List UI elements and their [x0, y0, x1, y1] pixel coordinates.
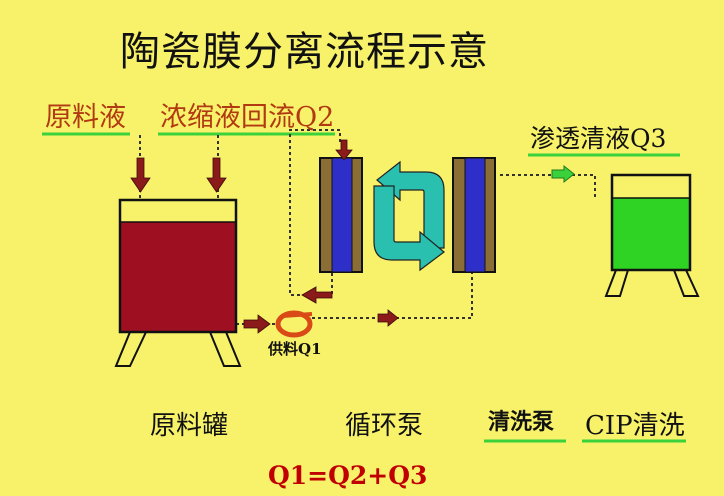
swirl-bottom-arrow	[373, 185, 445, 272]
tank-to-pump-arrow-right-icon	[243, 314, 271, 334]
feed-tank	[114, 198, 242, 367]
feed-liquid-label: 原料液	[45, 102, 126, 133]
return-arrow-left-icon	[301, 286, 333, 304]
membrane-module-right	[452, 157, 496, 273]
permeate-label: 渗透清液Q3	[530, 124, 667, 153]
flow-balance-formula: Q1=Q2+Q3	[268, 461, 428, 490]
feed-pump-icon	[275, 310, 313, 338]
permeate-tank-leg-right	[672, 269, 700, 297]
circulation-swirl	[373, 160, 445, 272]
feed-tank-label: 原料罐	[150, 411, 229, 441]
concentrate-return-label: 浓缩液回流Q2	[160, 102, 335, 133]
membrane-module-left	[319, 157, 363, 273]
feed-arrow-down-icon	[130, 157, 151, 193]
permeate-arrow-right-icon	[551, 164, 575, 184]
permeate-tank-body	[610, 173, 692, 272]
permeate-tank	[604, 173, 700, 297]
diagram-title: 陶瓷膜分离流程示意	[120, 29, 489, 75]
cleaning-pump-label: 清洗泵	[488, 409, 555, 435]
feed-tank-leg-left	[114, 331, 148, 367]
cip-cleaning-label: CIP清洗	[585, 411, 685, 441]
pipe-pump-to-membrane	[312, 272, 473, 319]
flow-arrows	[130, 139, 399, 334]
module-inlet-arrow-down-icon	[335, 139, 353, 161]
concentrate-return-pipe	[289, 129, 341, 296]
feed-tank-liquid	[120, 222, 236, 332]
return-arrow-down-icon	[206, 157, 227, 193]
feed-pump-label: 供料Q1	[268, 340, 322, 358]
permeate-tank-leg-left	[604, 269, 630, 297]
pipe-arrow-right-icon	[377, 309, 399, 327]
feed-tank-leg-right	[208, 331, 242, 367]
circulation-pump-label: 循环泵	[345, 411, 424, 441]
permeate-tank-liquid	[612, 198, 690, 270]
feed-tank-body	[118, 198, 238, 334]
permeate-pipe	[500, 174, 596, 198]
